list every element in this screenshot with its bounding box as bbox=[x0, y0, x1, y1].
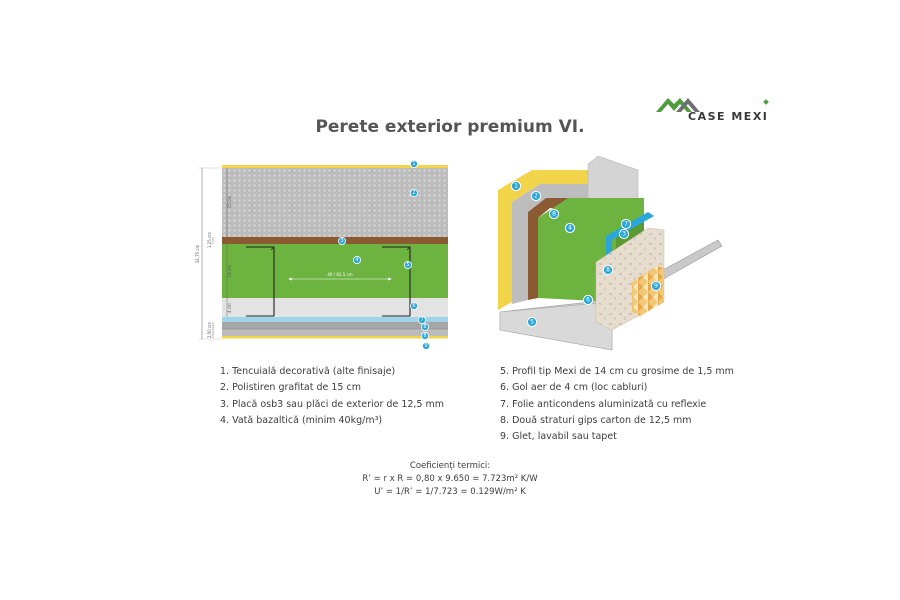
svg-text:8: 8 bbox=[552, 211, 556, 218]
section-badge-8a: 8 bbox=[420, 322, 429, 331]
dim-gypsum: 2,50 cm bbox=[207, 322, 212, 338]
thermal-coefficients: Coeficienți termici: R’ = r x R = 0,80 x… bbox=[0, 460, 900, 499]
svg-text:2: 2 bbox=[534, 193, 538, 200]
iso-finish bbox=[632, 266, 664, 316]
section-badge-7: 7 bbox=[417, 315, 426, 324]
steel-profile-right bbox=[382, 246, 411, 317]
legend-item-6: 6. Gol aer de 4 cm (loc cabluri) bbox=[500, 382, 648, 394]
iso-foil bbox=[606, 212, 654, 288]
legend-item-3: 3. Placă osb3 sau plăci de exterior de 1… bbox=[220, 398, 445, 410]
legend-left: 1. Tencuială decorativă (alte finisaje) … bbox=[220, 364, 444, 429]
dim-profile: 14 cm bbox=[227, 265, 232, 278]
osb-layer bbox=[222, 237, 448, 244]
polystyrene-layer bbox=[222, 168, 448, 237]
coefficients-heading: Coeficienți termici: bbox=[409, 461, 491, 471]
section-badge-2: 2 bbox=[409, 188, 418, 197]
air-gap-layer bbox=[222, 298, 448, 317]
svg-text:4: 4 bbox=[568, 225, 572, 232]
legend-item-9: 9. Glet, lavabil sau tapet bbox=[500, 431, 617, 443]
svg-text:5: 5 bbox=[530, 319, 534, 326]
wall-isometric-drawing: 1 2 8 4 7 3 8 9 6 5 bbox=[498, 155, 723, 351]
steel-profile-left bbox=[246, 246, 275, 317]
legend-item-4: 4. Vată bazaltică (minim 40kg/m³) bbox=[220, 414, 383, 426]
iso-badge-3: 3 bbox=[618, 228, 630, 240]
legend-item-8: 8. Două straturi gips carton de 12,5 mm bbox=[500, 414, 692, 426]
svg-text:2: 2 bbox=[412, 190, 415, 196]
svg-text:3: 3 bbox=[340, 238, 343, 244]
legend-item-1: 1. Tencuială decorativă (alte finisaje) bbox=[220, 366, 396, 377]
legend-item-7: 7. Folie anticondens aluminizată cu refl… bbox=[500, 398, 707, 410]
gypsum-layer-2 bbox=[222, 329, 448, 336]
svg-text:5: 5 bbox=[406, 262, 409, 268]
svg-text:6: 6 bbox=[412, 303, 415, 309]
brand-name: CASE MEXI bbox=[688, 110, 769, 123]
render-layer bbox=[222, 165, 448, 168]
iso-badge-8a: 8 bbox=[548, 208, 560, 220]
iso-badge-8b: 8 bbox=[602, 264, 614, 276]
svg-text:3: 3 bbox=[622, 231, 626, 238]
dim-polystyrene: 15 cm bbox=[227, 196, 232, 209]
foil-layer bbox=[222, 317, 448, 322]
svg-text:8: 8 bbox=[423, 324, 426, 330]
iso-badge-9: 9 bbox=[650, 280, 662, 292]
plaster-layer bbox=[222, 336, 448, 339]
iso-badge-7: 7 bbox=[620, 218, 632, 230]
iso-polystyrene bbox=[512, 184, 588, 304]
section-badge-8b: 8 bbox=[420, 331, 429, 340]
coefficient-u: U’ = 1/R’ = 1/7.723 = 0.129W/m² K bbox=[374, 487, 526, 497]
iso-badge-6: 6 bbox=[582, 294, 594, 306]
gypsum-layer-1 bbox=[222, 322, 448, 329]
section-badge-9: 9 bbox=[421, 341, 430, 350]
legend-item-5: 5. Profil tip Mexi de 14 cm cu grosime d… bbox=[500, 366, 734, 377]
case-mexi-logo bbox=[656, 98, 769, 112]
svg-text:9: 9 bbox=[424, 343, 427, 349]
dim-air-gap: 4 cm bbox=[227, 303, 232, 313]
iso-badge-4: 4 bbox=[564, 222, 576, 234]
legend-item-2: 2. Polistiren grafitat de 15 cm bbox=[220, 382, 361, 394]
iso-osb bbox=[528, 198, 588, 300]
section-badge-3: 3 bbox=[337, 237, 346, 246]
section-badge-1: 1 bbox=[409, 160, 418, 168]
spacing-label: 40 / 62,5 cm bbox=[327, 272, 352, 277]
dim-osb: 1,25 cm bbox=[207, 232, 212, 248]
svg-text:6: 6 bbox=[586, 297, 590, 304]
coefficient-r: R’ = r x R = 0,80 x 9.650 = 7.723m² K/W bbox=[362, 474, 538, 484]
svg-text:4: 4 bbox=[355, 257, 358, 263]
svg-text:1: 1 bbox=[514, 183, 518, 190]
dim-total: 32,75 cm bbox=[195, 244, 200, 263]
iso-badge-2: 2 bbox=[530, 190, 542, 202]
svg-text:1: 1 bbox=[412, 161, 415, 167]
svg-text:7: 7 bbox=[624, 221, 628, 228]
svg-text:9: 9 bbox=[654, 283, 658, 290]
wall-section-drawing: 40 / 62,5 cm 32,75 cm 15 cm 1,25 cm 14 c… bbox=[195, 160, 448, 350]
section-badge-4: 4 bbox=[352, 256, 361, 265]
page-title: Perete exterior premium VI. bbox=[315, 117, 585, 137]
iso-badge-5: 5 bbox=[526, 316, 538, 328]
legend-right: 5. Profil tip Mexi de 14 cm cu grosime d… bbox=[500, 364, 734, 445]
mineral-wool-layer bbox=[222, 244, 448, 298]
svg-text:8: 8 bbox=[423, 333, 426, 339]
iso-badge-1: 1 bbox=[510, 180, 522, 192]
section-badge-5: 5 bbox=[403, 261, 412, 270]
iso-mineral-wool bbox=[538, 198, 644, 302]
section-badge-6: 6 bbox=[409, 301, 418, 310]
svg-text:7: 7 bbox=[420, 317, 423, 323]
svg-text:8: 8 bbox=[606, 267, 610, 274]
